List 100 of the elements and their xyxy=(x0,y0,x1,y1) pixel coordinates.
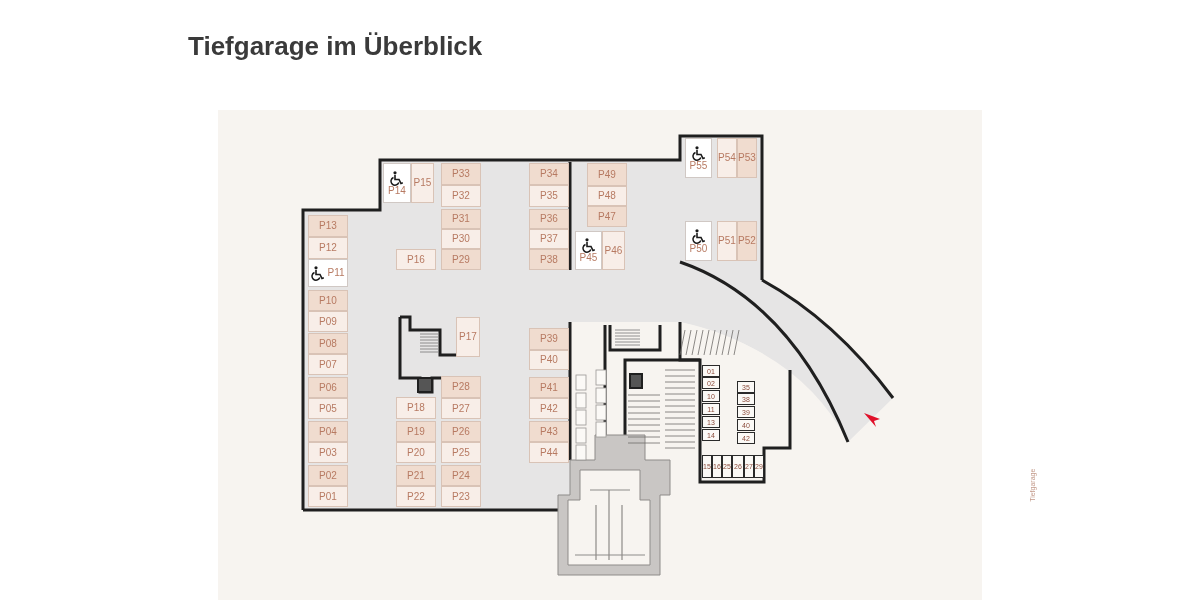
parking-space xyxy=(396,465,436,486)
space-number: P12 xyxy=(319,243,337,253)
parking-space xyxy=(529,249,569,270)
space-number: P24 xyxy=(452,470,470,481)
storage-room xyxy=(702,377,720,389)
space-number: P26 xyxy=(452,426,470,437)
parking-space xyxy=(717,221,737,261)
space-number: P32 xyxy=(452,191,470,201)
parking-space xyxy=(529,229,569,249)
parking-space xyxy=(529,209,569,229)
storage-room xyxy=(702,403,720,415)
space-number: P18 xyxy=(407,403,425,413)
storage-room xyxy=(732,455,744,478)
page-title: Tiefgarage im Überblick xyxy=(188,30,483,63)
space-number: P53 xyxy=(738,153,756,163)
space-number: P16 xyxy=(407,254,425,265)
storage-room xyxy=(737,432,755,444)
space-number: P09 xyxy=(319,316,337,327)
space-number: P46 xyxy=(604,245,623,256)
storage-room xyxy=(737,406,755,418)
parking-space xyxy=(308,377,348,398)
parking-space xyxy=(529,421,569,442)
space-number: P13 xyxy=(319,221,337,231)
space-number: P10 xyxy=(319,295,337,306)
space-number: P45 xyxy=(579,253,598,263)
accessible-parking-space xyxy=(685,221,712,261)
space-number: P19 xyxy=(407,426,425,437)
parking-space xyxy=(737,138,757,178)
parking-space xyxy=(529,163,569,185)
space-number: P17 xyxy=(459,332,477,342)
storage-room xyxy=(737,419,755,431)
parking-space xyxy=(441,209,481,229)
space-number: P28 xyxy=(452,382,470,392)
parking-space xyxy=(308,311,348,332)
parking-space xyxy=(396,397,436,419)
parking-space xyxy=(308,354,348,375)
space-number: P22 xyxy=(407,491,425,502)
parking-space xyxy=(441,163,481,185)
space-number: P30 xyxy=(452,234,470,244)
space-number: P33 xyxy=(452,169,470,179)
storage-room xyxy=(737,393,755,405)
space-number: P21 xyxy=(407,470,425,481)
parking-space xyxy=(396,249,436,270)
storage-room xyxy=(702,365,720,377)
storage-room xyxy=(737,381,755,393)
space-number: P29 xyxy=(452,254,470,265)
space-number: P15 xyxy=(413,178,432,188)
parking-space xyxy=(308,442,348,463)
parking-space xyxy=(441,249,481,270)
space-number: P31 xyxy=(452,214,470,224)
space-number: P55 xyxy=(689,160,708,171)
space-number: P20 xyxy=(407,447,425,458)
parking-space xyxy=(587,206,627,227)
space-number: P49 xyxy=(598,169,616,180)
space-number: P54 xyxy=(718,153,736,163)
parking-space xyxy=(396,421,436,442)
space-number: P06 xyxy=(319,382,337,393)
space-number: P39 xyxy=(540,334,558,344)
storage-room xyxy=(744,455,754,478)
accessible-parking-space xyxy=(383,163,411,203)
space-number: P23 xyxy=(452,491,470,502)
parking-space xyxy=(441,421,481,442)
space-number: P25 xyxy=(452,447,470,458)
parking-space xyxy=(308,215,348,237)
space-number: P52 xyxy=(738,236,756,246)
parking-space xyxy=(308,333,348,354)
parking-space xyxy=(529,328,569,350)
storage-room xyxy=(702,429,720,441)
accessible-parking-space xyxy=(308,259,348,287)
storage-room xyxy=(702,416,720,428)
space-number: P14 xyxy=(388,185,406,196)
space-number: P38 xyxy=(540,254,558,265)
parking-space xyxy=(529,398,569,419)
storage-room xyxy=(754,455,764,478)
space-number: P01 xyxy=(319,491,337,502)
parking-space xyxy=(529,350,569,370)
parking-space xyxy=(441,229,481,249)
parking-space xyxy=(529,377,569,398)
space-number: P05 xyxy=(319,403,337,414)
space-number: P03 xyxy=(319,447,337,458)
parking-space xyxy=(308,237,348,259)
parking-space xyxy=(587,163,627,186)
parking-space xyxy=(441,465,481,486)
parking-space xyxy=(441,376,481,398)
space-number: P47 xyxy=(598,211,616,222)
space-number: P11 xyxy=(327,268,345,278)
space-number: P36 xyxy=(540,214,558,224)
parking-space xyxy=(587,186,627,206)
space-number: P44 xyxy=(540,447,558,458)
space-number: P08 xyxy=(319,338,337,349)
parking-space xyxy=(441,486,481,507)
space-number: P42 xyxy=(540,403,558,414)
parking-space xyxy=(717,138,737,178)
space-number: P40 xyxy=(540,355,558,365)
accessible-parking-space xyxy=(575,231,602,270)
parking-space xyxy=(441,442,481,463)
parking-space xyxy=(308,421,348,442)
space-number: P34 xyxy=(540,169,558,179)
parking-space xyxy=(529,442,569,463)
space-number: P04 xyxy=(319,426,337,437)
